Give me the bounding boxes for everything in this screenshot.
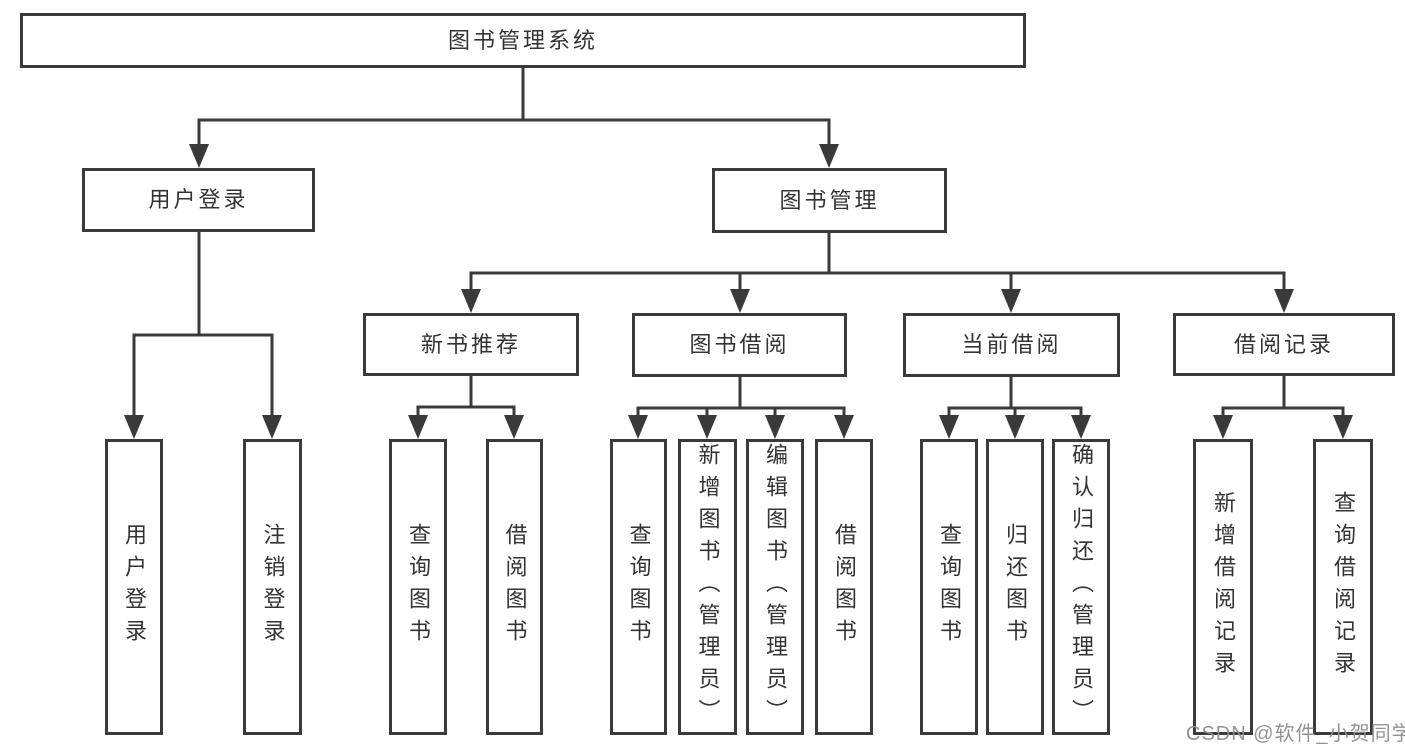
leaf-query-books-current: 查询图书: [920, 439, 978, 735]
leaf-query-books-recommend: 查询图书: [389, 439, 447, 735]
node-root-system: 图书管理系统: [20, 13, 1026, 68]
leaf-borrow-books-recommend: 借阅图书: [486, 439, 543, 735]
node-borrow-record: 借阅记录: [1173, 313, 1395, 376]
leaf-query-books-borrow: 查询图书: [610, 439, 667, 735]
leaf-edit-books-admin: 编辑图书（管理员）: [746, 439, 804, 735]
leaf-return-books: 归还图书: [986, 439, 1044, 735]
node-book-borrow: 图书借阅: [632, 313, 847, 377]
leaf-borrow-books: 借阅图书: [815, 439, 873, 735]
leaf-confirm-return-admin: 确认归还（管理员）: [1052, 439, 1110, 735]
node-user-login: 用户登录: [82, 168, 315, 232]
node-new-book-recommend: 新书推荐: [363, 313, 579, 376]
watermark: CSDN @软件_小贺同学: [1186, 723, 1405, 745]
leaf-logout: 注销登录: [243, 439, 302, 735]
leaf-add-books-admin: 新增图书（管理员）: [678, 439, 737, 735]
leaf-query-borrow-record: 查询借阅记录: [1313, 439, 1373, 735]
node-book-management: 图书管理: [712, 168, 947, 233]
leaf-user-login: 用户登录: [105, 439, 163, 735]
leaf-add-borrow-record: 新增借阅记录: [1193, 439, 1253, 735]
node-current-borrow: 当前借阅: [903, 313, 1120, 377]
